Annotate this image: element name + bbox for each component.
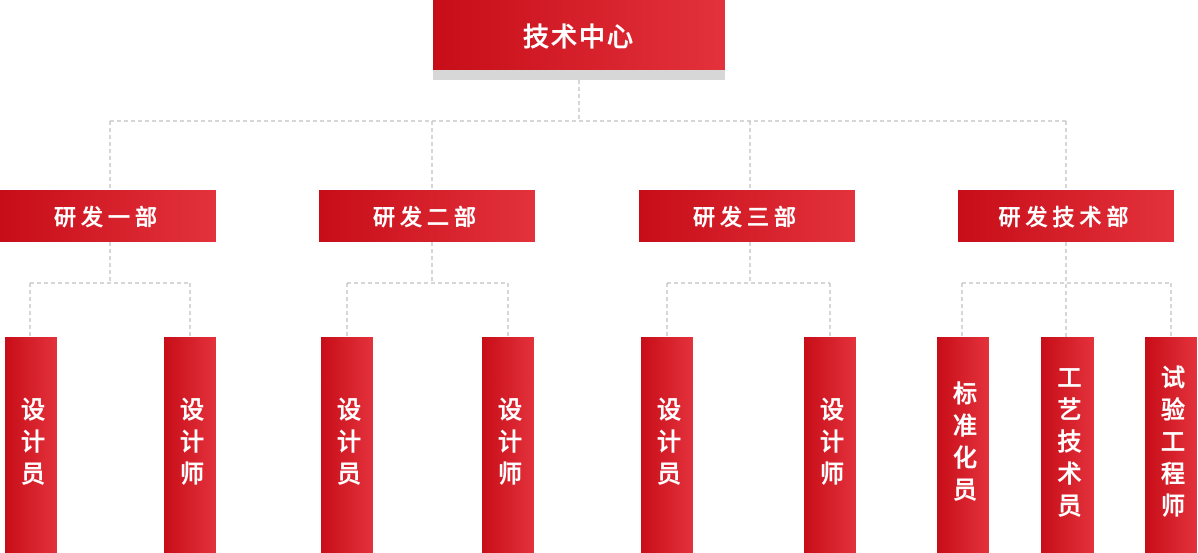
role-node: 试验工程师 [1145, 337, 1197, 553]
role-node: 设计师 [164, 337, 216, 553]
role-node-label: 标准化员 [948, 381, 977, 509]
dept-node-rd2: 研发二部 [319, 190, 535, 242]
role-node: 设计员 [5, 337, 57, 553]
role-node-label: 设计师 [175, 397, 204, 493]
dept-node-label: 研发技术部 [998, 206, 1134, 231]
dept-node-label: 研发一部 [53, 206, 162, 231]
dept-node-rd-tech: 研发技术部 [958, 190, 1174, 242]
role-node-label: 设计师 [493, 397, 522, 493]
role-node-label: 设计师 [815, 397, 844, 493]
role-node-label: 试验工程师 [1156, 365, 1185, 525]
dept-node-label: 研发二部 [372, 206, 481, 231]
role-node-label: 设计员 [16, 397, 45, 493]
role-node: 设计师 [482, 337, 534, 553]
role-node-label: 设计员 [332, 397, 361, 493]
root-node-tech-center: 技术中心 [433, 0, 725, 80]
role-node: 标准化员 [937, 337, 989, 553]
root-node-label: 技术中心 [522, 22, 635, 53]
role-node: 工艺技术员 [1041, 337, 1094, 553]
dept-node-rd3: 研发三部 [639, 190, 855, 242]
role-node: 设计师 [804, 337, 856, 553]
role-node: 设计员 [641, 337, 693, 553]
role-node-label: 设计员 [652, 397, 681, 493]
role-node: 设计员 [321, 337, 373, 553]
dept-node-label: 研发三部 [692, 206, 801, 231]
dept-node-rd1: 研发一部 [0, 190, 216, 242]
role-node-label: 工艺技术员 [1053, 365, 1081, 525]
